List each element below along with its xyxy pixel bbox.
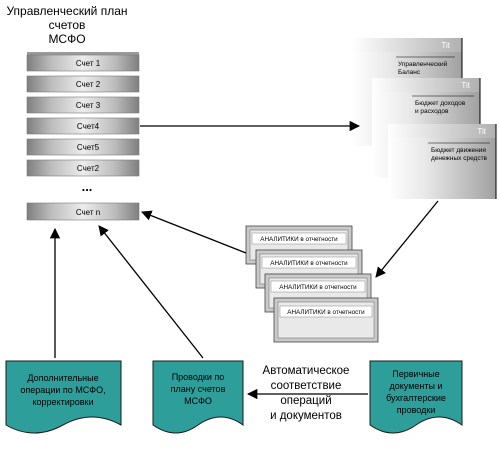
analytics-card-4: АНАЛИТИКИ в отчетности	[273, 297, 379, 343]
auto-matching-label: Автоматическое соответствие операций и д…	[263, 365, 350, 422]
doc-text-line-1: Проводки по	[172, 372, 225, 382]
report-name-line-2: Баланс	[398, 69, 421, 76]
doc-text-line-3: бухгалтерские	[386, 393, 446, 403]
report-name-line-1: Бюджет движения	[431, 147, 486, 154]
analytics-label: АНАЛИТИКИ в отчетности	[287, 309, 365, 316]
report-stack: Tit Управленческий Баланс Tit Бюджет дох…	[352, 38, 497, 199]
auto-label-line-2: соответствие	[271, 380, 342, 392]
account-bar-1: Счет 1	[26, 54, 140, 72]
account-bar-n: Счет n	[26, 202, 140, 221]
account-bar-5: Счет5	[26, 138, 140, 156]
arrow-postings-to-account-n	[98, 225, 204, 359]
analytics-stack: АНАЛИТИКИ в отчетности АНАЛИТИКИ в отчет…	[245, 225, 379, 343]
account-label: Счет2	[77, 164, 100, 173]
account-bar-6: Счет2	[26, 159, 140, 177]
account-label: Счет 3	[76, 101, 101, 110]
report-name-line-1: Управленческий	[398, 60, 448, 68]
account-label: Счет4	[77, 122, 100, 131]
report-title: Tit	[461, 81, 470, 90]
doc-text-line-2: документы и	[390, 381, 443, 391]
auto-label-line-3: операций	[280, 395, 331, 407]
auto-label-line-1: Автоматическое	[263, 365, 350, 377]
account-bar-3: Счет 3	[26, 96, 140, 114]
doc-primary-documents: Первичные документы и бухгалтерские пров…	[369, 360, 463, 434]
doc-text-line-2: операции по МСФО,	[20, 385, 105, 395]
analytics-label: АНАЛИТИКИ в отчетности	[260, 236, 338, 243]
account-label: Счет 1	[76, 59, 101, 68]
doc-text-line-3: корректировки	[32, 397, 93, 407]
doc-text-line-1: Первичные	[392, 369, 439, 379]
analytics-label: АНАЛИТИКИ в отчетности	[279, 284, 357, 291]
title-line-2: счетов	[49, 18, 86, 32]
doc-ifrs-postings: Проводки по плану счетов МСФО	[152, 360, 244, 434]
account-label: Счет n	[76, 208, 100, 217]
account-bar-2: Счет 2	[26, 75, 140, 93]
arrows	[49, 120, 439, 400]
account-ellipsis: ...	[82, 179, 93, 194]
doc-text-line-1: Дополнительные	[27, 373, 98, 383]
report-title: Tit	[477, 127, 486, 136]
doc-text-line-3: МСФО	[184, 396, 212, 406]
report-name-line-2: денежных средств	[431, 155, 488, 162]
account-label: Счет5	[77, 143, 100, 152]
auto-label-line-4: и документов	[270, 410, 342, 422]
report-name-line-1: Бюджет доходов	[415, 100, 466, 107]
report-name-line-2: и расходов	[415, 108, 449, 115]
arrow-analytics-to-account-n	[141, 210, 247, 254]
account-label: Счет 2	[76, 80, 101, 89]
doc-text-line-2: плану счетов	[171, 384, 226, 394]
doc-text-line-4: проводки	[397, 405, 436, 415]
title-line-1: Управленческий план	[6, 4, 127, 18]
account-bar-4: Счет4	[26, 117, 140, 135]
title-line-3: МСФО	[48, 32, 85, 46]
analytics-label: АНАЛИТИКИ в отчетности	[270, 260, 348, 267]
doc-additional-operations: Дополнительные операции по МСФО, коррект…	[5, 360, 122, 434]
report-page-3: Tit Бюджет движения денежных средств	[388, 124, 497, 199]
arrow-reports-to-analytics	[375, 200, 439, 278]
report-title: Tit	[441, 41, 450, 50]
account-stack: Счет 1 Счет 2 Счет 3 Счет4 Счет5 Счет2 .…	[26, 52, 140, 221]
